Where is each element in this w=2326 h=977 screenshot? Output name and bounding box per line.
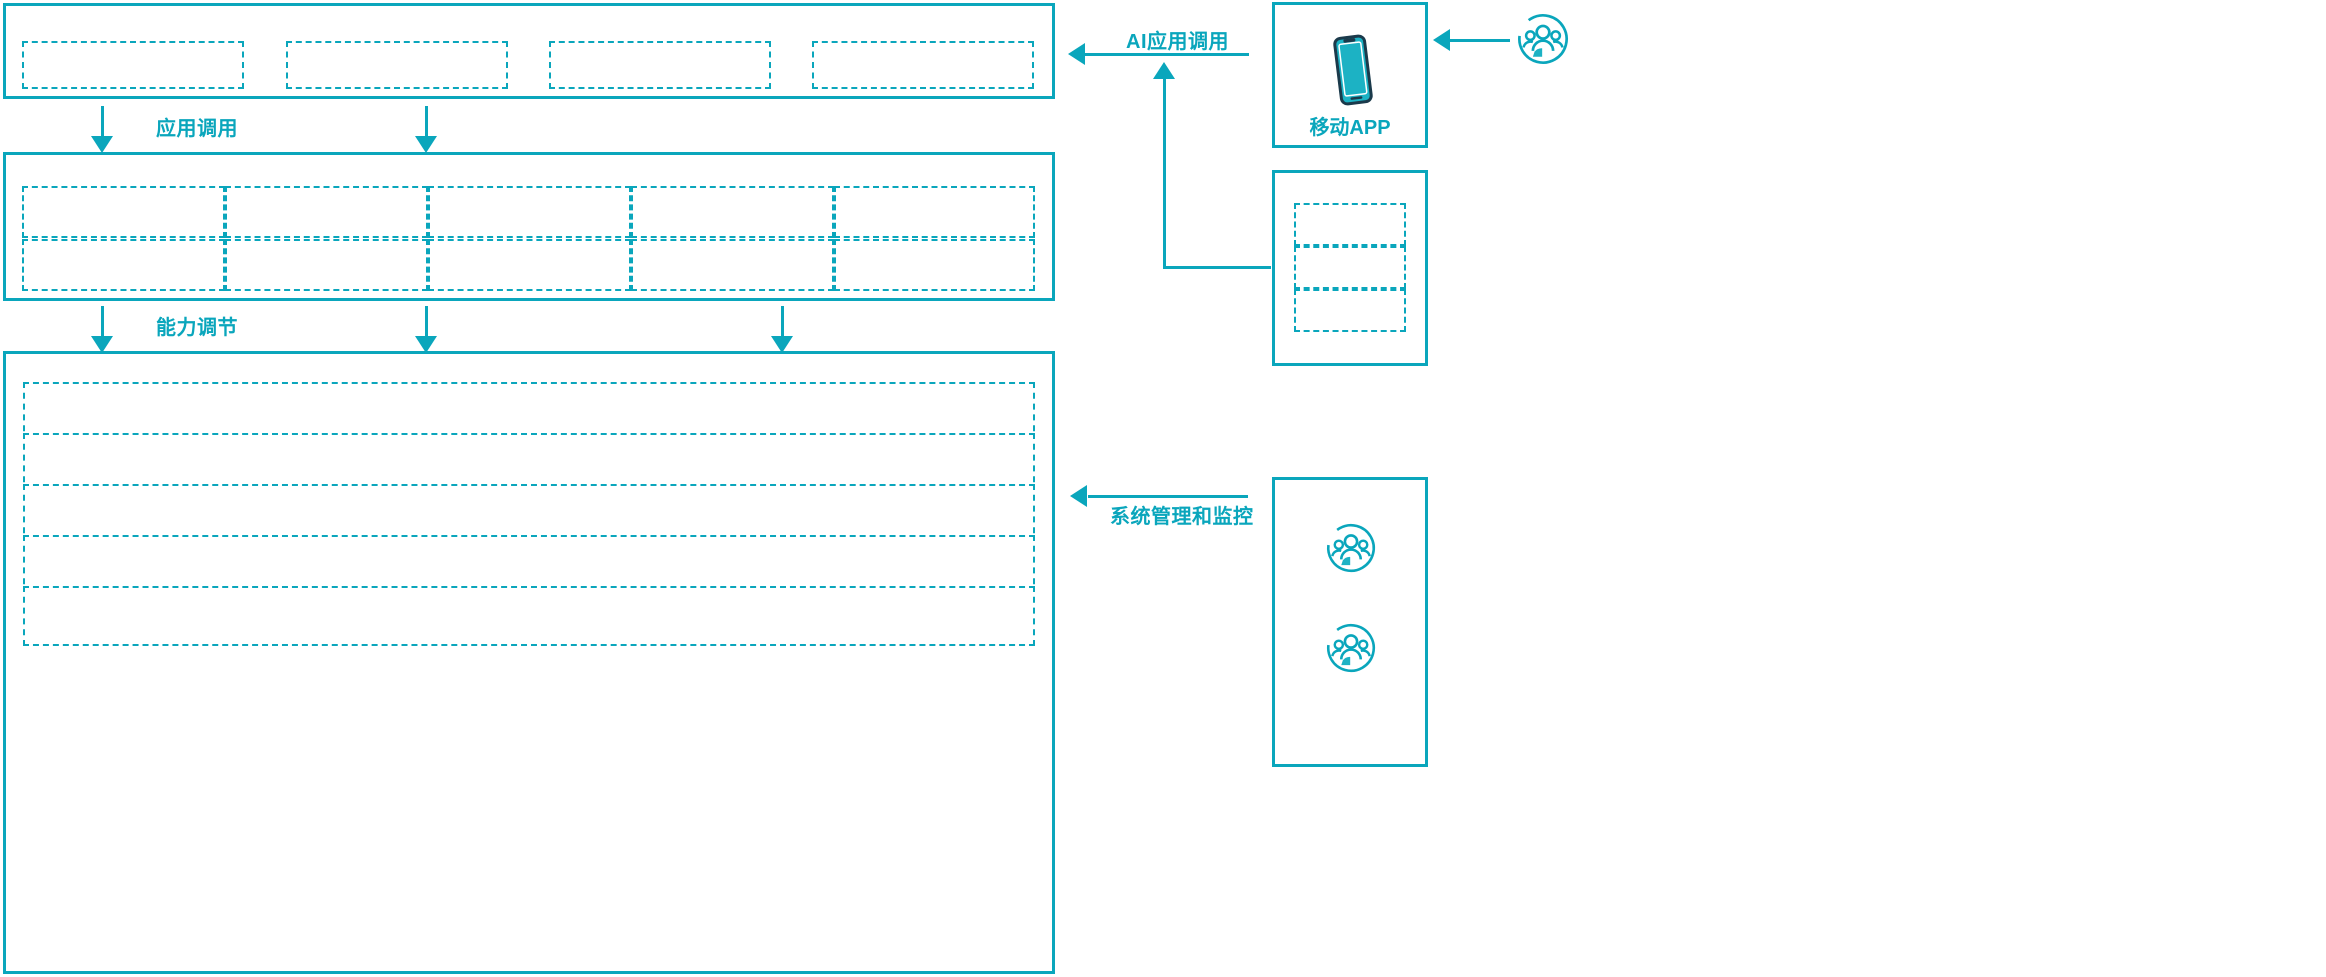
- capability-box-c3-top[interactable]: [428, 186, 631, 238]
- end-user-arrow-head: [1433, 29, 1450, 51]
- application-box-3[interactable]: [549, 41, 771, 89]
- capability-invoke-arrow-2-head: [415, 336, 437, 353]
- ai-app-invoke-riser-shaft: [1163, 78, 1166, 268]
- ai-app-invoke-head: [1068, 43, 1085, 65]
- capability-invoke-arrow-1-head: [91, 336, 113, 353]
- channel-list-item-2[interactable]: [1294, 246, 1406, 289]
- capability-invoke-label: 能力调节: [156, 317, 238, 339]
- capability-invoke-arrow-1-shaft: [101, 306, 104, 339]
- app-invoke-arrow-2-shaft: [425, 106, 428, 139]
- capability-invoke-arrow-3-shaft: [781, 306, 784, 339]
- ai-app-invoke-label: AI应用调用: [1126, 31, 1229, 53]
- capability-box-c1-bottom[interactable]: [22, 239, 225, 291]
- admin-users-tile[interactable]: [1272, 477, 1428, 767]
- capability-box-c4-top[interactable]: [631, 186, 834, 238]
- system-admin-monitor-head: [1070, 485, 1087, 507]
- app-invoke-arrow-1-shaft: [101, 106, 104, 139]
- end-user-actor[interactable]: [1516, 12, 1570, 66]
- smartphone-icon: [1330, 33, 1376, 107]
- capability-invoke-arrow-2-shaft: [425, 306, 428, 339]
- admin-user-group-icon-2[interactable]: [1325, 622, 1377, 674]
- ai-app-invoke-shaft: [1083, 53, 1249, 56]
- capability-box-c4-bottom[interactable]: [631, 239, 834, 291]
- system-admin-monitor-shaft: [1088, 495, 1248, 498]
- capability-box-c3-bottom[interactable]: [428, 239, 631, 291]
- app-invoke-arrow-1-head: [91, 136, 113, 153]
- capability-box-c5-top[interactable]: [834, 186, 1035, 238]
- application-box-1[interactable]: [22, 41, 244, 89]
- capability-box-c2-top[interactable]: [225, 186, 428, 238]
- ai-app-invoke-riser-elbow: [1163, 266, 1271, 269]
- app-invoke-arrow-2-head: [415, 136, 437, 153]
- capability-invoke-arrow-3-head: [771, 336, 793, 353]
- capability-box-c2-bottom[interactable]: [225, 239, 428, 291]
- channel-list-item-1[interactable]: [1294, 203, 1406, 246]
- mobile-app-caption: 移动APP: [1309, 117, 1391, 139]
- capability-box-c5-bottom[interactable]: [834, 239, 1035, 291]
- mobile-app-tile[interactable]: 移动APP: [1272, 2, 1428, 148]
- application-box-4[interactable]: [812, 41, 1034, 89]
- app-invoke-label: 应用调用: [156, 118, 238, 140]
- application-box-2[interactable]: [286, 41, 508, 89]
- ai-app-invoke-riser-head: [1153, 62, 1175, 79]
- end-user-arrow-shaft: [1450, 39, 1510, 42]
- capability-box-c1-top[interactable]: [22, 186, 225, 238]
- admin-user-group-icon-1[interactable]: [1325, 522, 1377, 574]
- system-admin-monitor-label: 系统管理和监控: [1110, 506, 1254, 528]
- infrastructure-row-5[interactable]: [23, 586, 1035, 646]
- channel-list-item-3[interactable]: [1294, 289, 1406, 332]
